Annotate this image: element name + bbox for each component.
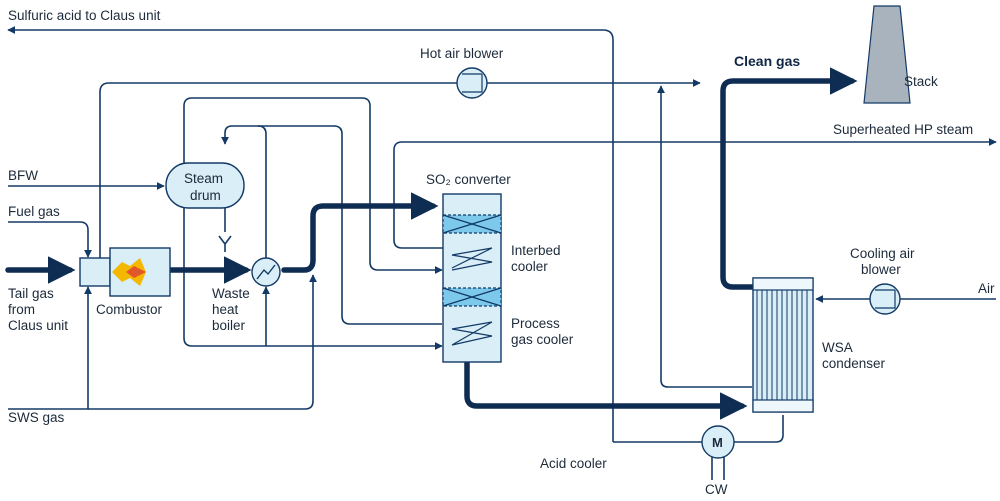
tail-gas-label-3: Claus unit: [8, 318, 68, 333]
so2-converter-label: SO₂ converter: [426, 172, 511, 187]
interbed-cooler-label-1: Interbed: [511, 243, 561, 258]
process-gas-cooler-coil: [451, 321, 493, 346]
fuel-gas-line: [8, 221, 92, 258]
sulfuric-acid-line: [7, 26, 614, 442]
clean-gas-line: [720, 67, 858, 290]
cooling-air-blower-icon: [869, 283, 901, 315]
thin-flow-lines: [7, 26, 997, 480]
sulfuric-acid-label: Sulfuric acid to Claus unit: [8, 8, 161, 23]
waste-heat-boiler-label-2: heat: [212, 302, 239, 317]
cw-lines: [711, 455, 725, 480]
acid-cooler-line-2: [734, 415, 784, 443]
converter-to-wsa-line: [464, 359, 748, 420]
bfw-label: BFW: [8, 168, 38, 183]
hot-air-line: [99, 82, 457, 258]
labels: Sulfuric acid to Claus unit Hot air blow…: [8, 8, 995, 497]
tail-gas-label-1: Tail gas: [8, 286, 54, 301]
cw-label: CW: [705, 482, 728, 497]
air-label: Air: [978, 281, 995, 296]
interbed-cooler-coil: [451, 247, 493, 271]
sws-gas-label: SWS gas: [8, 410, 65, 425]
tail-gas-label-2: from: [8, 302, 35, 317]
drum-to-process-cooler-line: [258, 125, 442, 325]
waste-heat-boiler-icon: [251, 257, 281, 287]
wsa-air-up-line: [657, 85, 752, 388]
cooling-air-blower-label-1: Cooling air: [850, 246, 915, 261]
process-gas-cooler-label-2: gas cooler: [511, 332, 574, 347]
steam-drum-label-2: drum: [190, 188, 221, 203]
superheated-steam-line: [393, 138, 997, 249]
steam-drum-label-1: Steam: [184, 171, 223, 186]
drum-downcomer: [183, 208, 443, 350]
so2-converter-icon: [442, 193, 502, 363]
acid-cooler-icon: [701, 425, 735, 459]
clean-gas-label: Clean gas: [734, 53, 800, 69]
boiler-to-drum-line: [221, 125, 267, 258]
fuel-gas-label: Fuel gas: [8, 204, 60, 219]
stack-icon: [863, 5, 911, 104]
hot-air-blower-label: Hot air blower: [420, 46, 504, 61]
thick-flow-lines: [5, 67, 858, 420]
acid-cooler-symbol: M: [712, 435, 723, 450]
sws-gas-line-2: [88, 274, 317, 410]
acid-cooler-label: Acid cooler: [540, 456, 607, 471]
process-gas-cooler-label-1: Process: [511, 316, 560, 331]
steam-drum-riser: [183, 97, 443, 274]
boiler-to-converter-line: [281, 192, 439, 273]
superheated-steam-label: Superheated HP steam: [833, 122, 973, 137]
stack-label: Stack: [904, 74, 938, 89]
combustor-label: Combustor: [96, 302, 163, 317]
wsa-condenser-label-1: WSA: [822, 340, 853, 355]
combustor-icon: [79, 247, 171, 297]
wsa-condenser-label-2: condenser: [822, 356, 886, 371]
wsa-condenser-tubes: [756, 290, 808, 400]
hot-air-blower-icon: [456, 67, 488, 99]
wsa-condenser-icon: [752, 277, 814, 413]
waste-heat-boiler-label-3: boiler: [212, 318, 246, 333]
waste-heat-boiler-label-1: Waste: [212, 286, 250, 301]
cooling-air-blower-label-2: blower: [861, 262, 901, 277]
interbed-cooler-label-2: cooler: [511, 259, 548, 274]
steam-drum-icon: [165, 162, 245, 209]
blowdown-symbol: [218, 235, 232, 252]
